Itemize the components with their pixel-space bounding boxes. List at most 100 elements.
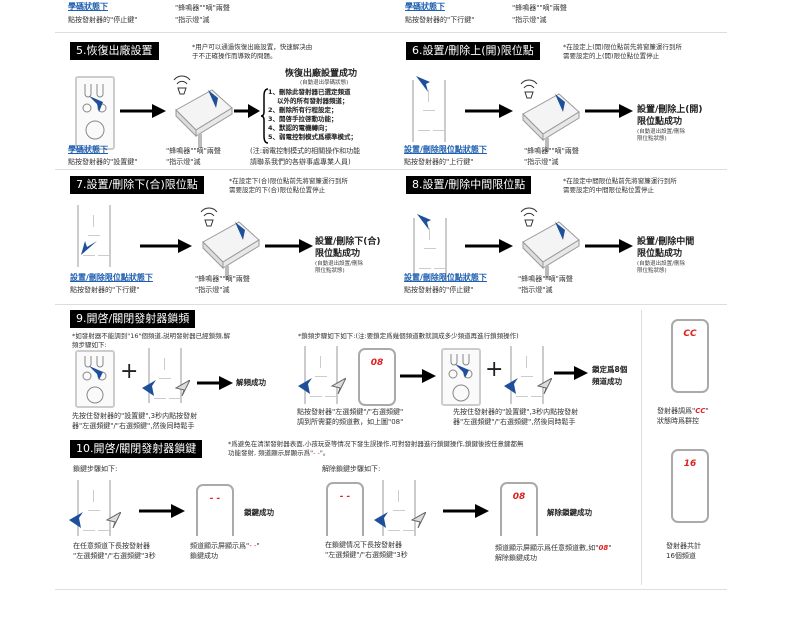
display-value: 16	[683, 459, 697, 469]
plus-icon: +	[120, 359, 139, 384]
arrow-right-icon	[443, 504, 489, 518]
arrow-right-icon	[234, 104, 260, 118]
result-title: 恢復出廠設置成功	[285, 69, 358, 79]
section-title: 5.恢復出廠設置	[70, 42, 159, 60]
caption: 解除鎖鍵成功	[495, 554, 537, 562]
motor-receiver-image	[200, 207, 260, 280]
arrow-right-icon	[465, 239, 513, 253]
note-text: "。	[319, 449, 330, 457]
note: 功能發射, 頻道顯示屏顯示爲"- -"。	[228, 449, 329, 458]
pointer-icon	[416, 76, 430, 92]
caption: 器"左選頻鍵"/"右選頻鍵",然後同時鬆手	[72, 422, 195, 430]
remote-back-image	[441, 348, 481, 406]
state-label: 學碼狀態下	[405, 2, 445, 11]
caption-highlight: 08	[598, 544, 609, 552]
result-subtitle: (自動退出學碼狀態)	[300, 80, 349, 86]
section-title: 10.開啓/關閉發射器鎖鍵	[70, 440, 203, 458]
remote-buttons-icon	[82, 84, 107, 140]
divider	[55, 32, 727, 33]
caption: 先按住發射器的"設置鍵",3秒内點按發射	[72, 412, 198, 420]
note: *用户可以通過恢復出廠設置，快速解决由	[192, 43, 313, 51]
note-highlight: - -	[313, 449, 320, 457]
caption-text: 頻道顯示屏顯示爲任意頻道數,如"	[495, 544, 599, 552]
result-title: 設置/刪除上(開)	[637, 105, 703, 115]
remark: 請聯系我們的各辦事處專業人員)	[250, 158, 351, 166]
caption-text: "	[705, 407, 709, 415]
remote-front-image	[142, 348, 190, 403]
result-title: 限位點成功	[637, 249, 683, 259]
list-item: 1、刪除此發射器已選定頻道	[268, 88, 351, 96]
note: 需要設定的中間限位點位置停止	[563, 186, 654, 194]
action-label: 點按發射器的"下行鍵"	[70, 286, 140, 294]
arrow-right-icon	[140, 239, 192, 253]
arrow-right-icon	[400, 369, 436, 383]
display-value: - -	[339, 492, 351, 502]
caption: 點按發射器"左選頻鍵"/"右選頻鍵"	[297, 408, 404, 416]
action-label: 點按發射器的"停止鍵"	[68, 16, 138, 24]
caption-text: 發射器調爲"	[657, 407, 696, 415]
note: *在設定中間限位點前先將窗簾運行到所	[563, 177, 677, 185]
section-title: 8.設置/刪除中間限位點	[406, 176, 532, 194]
list-item: 2、刪除所有行程設定；	[268, 106, 338, 114]
pointer-icons	[298, 378, 346, 394]
caption: 鎖鍵成功	[190, 552, 218, 560]
divider	[55, 589, 727, 590]
section-title: 6.設置/刪除上(開)限位點	[406, 42, 540, 60]
channel-display: 08	[358, 348, 396, 406]
caption: 頻道顯示屏顯示爲"- -"	[190, 541, 260, 551]
pointer-icons	[142, 380, 190, 396]
display-value: CC	[683, 329, 697, 339]
caption: 16個頻道	[666, 552, 696, 560]
caption: "左選頻鍵"/"右選頻鍵"3秒	[325, 551, 408, 559]
result-subtitle: 限位點狀態)	[637, 268, 667, 274]
remote-front-image	[298, 346, 346, 404]
caption: 狀態時爲群控	[657, 417, 699, 425]
pointer-icons	[504, 378, 552, 394]
section-title: 7.設置/刪除下(合)限位點	[70, 176, 204, 194]
result-subtitle: 限位點狀態)	[315, 268, 345, 274]
brace-icon	[261, 88, 269, 144]
led-label: "指示燈"滅	[518, 286, 553, 294]
note-text: 功能發射, 頻道顯示屏顯示爲"	[228, 449, 314, 457]
result-subtitle: 限位點狀態)	[637, 136, 667, 142]
pointer-icon	[81, 241, 97, 255]
lock-result: 頻道成功	[592, 377, 622, 386]
remote-back-image	[75, 76, 115, 150]
list-item: 4、默認的電機轉向；	[268, 124, 332, 132]
channel-display: - -	[326, 482, 364, 536]
note: 頻步驟如下:	[72, 341, 107, 349]
arrow-right-icon	[197, 376, 233, 390]
led-label: "指示燈"滅	[175, 16, 210, 24]
display-value: 08	[370, 358, 384, 368]
caption-text: 頻道顯示屏顯示爲"	[190, 542, 250, 550]
arrow-right-icon	[139, 504, 185, 518]
state-label: 學碼狀態下	[68, 2, 108, 11]
caption-highlight: - -	[249, 542, 257, 550]
beep-label: "蜂鳴器""嘀"兩聲	[524, 147, 579, 155]
led-label: "指示燈"滅	[166, 158, 201, 166]
remote-front-image	[413, 214, 447, 280]
lock-result: 鎖定爲8個	[592, 365, 628, 374]
arrow-right-icon	[585, 104, 633, 118]
result-subtitle: (自動退出設置/刪除	[637, 261, 685, 267]
list-item: 以外的所有發射器頻道；	[277, 97, 349, 105]
result-title: 設置/刪除下(合)	[315, 237, 381, 247]
arrow-right-icon	[120, 104, 166, 118]
plus-icon: +	[485, 357, 504, 382]
led-label: "指示燈"滅	[524, 158, 559, 166]
beep-label: "蜂鳴器""嘀"兩聲	[518, 275, 573, 283]
result-subtitle: (自動退出設置/刪除	[315, 261, 363, 267]
channel-display: - -	[196, 484, 234, 536]
caption: 發射器共計	[666, 542, 701, 550]
action-label: 點按發射器的"設置鍵"	[68, 158, 138, 166]
state-label: 學碼狀態下	[68, 145, 108, 154]
remote-buttons-icon	[82, 356, 107, 404]
list-item: 3、開啓手拉啓動功能；	[268, 115, 338, 123]
remote-front-image	[412, 76, 446, 142]
vertical-divider	[641, 310, 642, 585]
state-label: 設置/刪除限位點狀態下	[404, 145, 487, 154]
note: 需要設定的上(開)限位點位置停止	[563, 52, 660, 60]
note: *在設定下(合)限位點前先將窗簾運行到所	[229, 177, 348, 185]
remote-front-image	[69, 480, 121, 536]
state-label: 設置/刪除限位點狀態下	[70, 273, 153, 282]
